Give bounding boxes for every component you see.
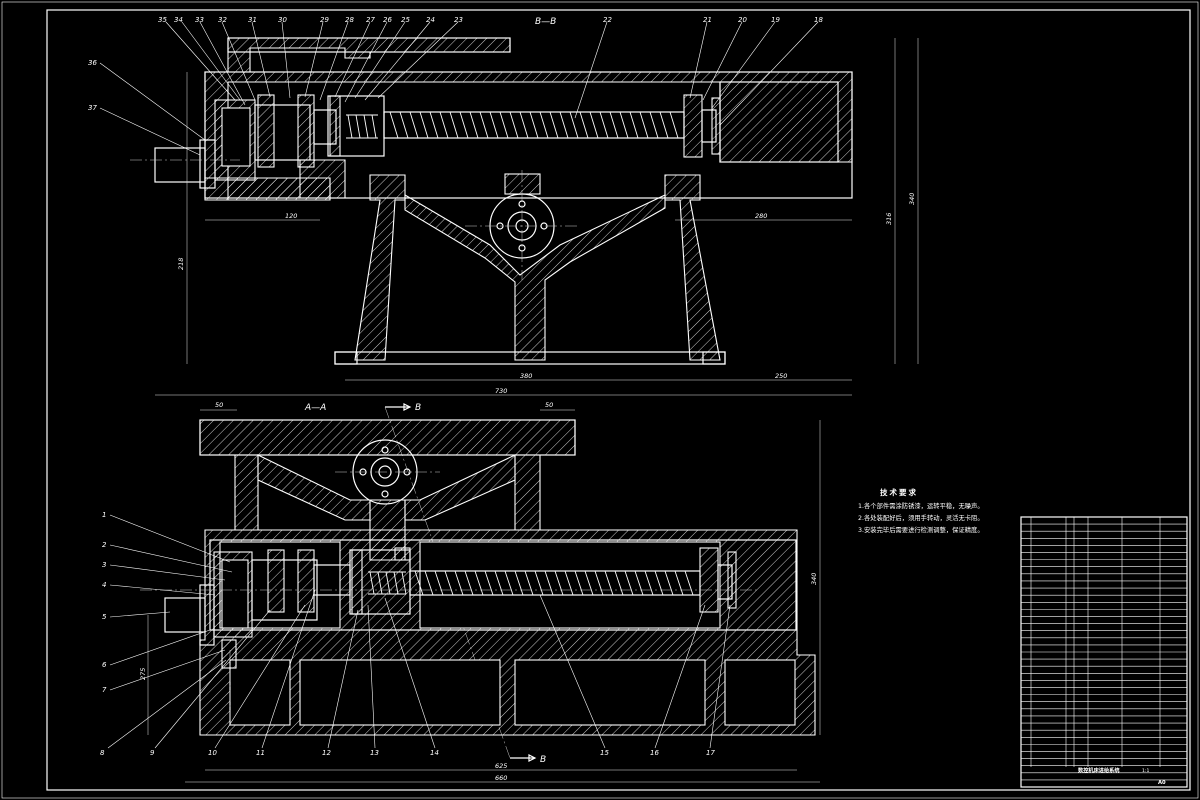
svg-text:218: 218: [177, 258, 185, 270]
svg-text:660: 660: [495, 774, 507, 782]
svg-text:5: 5: [102, 613, 107, 621]
svg-text:18: 18: [814, 16, 823, 24]
svg-text:50: 50: [215, 401, 223, 409]
svg-text:14: 14: [430, 749, 439, 757]
section-aa-title: A—A: [304, 403, 326, 413]
svg-text:15: 15: [600, 749, 609, 757]
svg-text:2: 2: [102, 541, 107, 549]
parts-list-table: [1020, 516, 1188, 788]
svg-text:50: 50: [545, 401, 553, 409]
svg-text:17: 17: [706, 749, 715, 757]
svg-text:37: 37: [88, 104, 97, 112]
svg-text:29: 29: [320, 16, 329, 24]
svg-text:120: 120: [285, 212, 297, 220]
svg-text:730: 730: [495, 387, 507, 395]
svg-text:12: 12: [322, 749, 331, 757]
svg-text:380: 380: [520, 372, 532, 380]
svg-text:3: 3: [102, 561, 106, 569]
svg-text:10: 10: [208, 749, 217, 757]
svg-text:4: 4: [102, 581, 106, 589]
svg-text:26: 26: [383, 16, 392, 24]
svg-text:11: 11: [256, 749, 265, 757]
svg-text:30: 30: [278, 16, 287, 24]
svg-text:6: 6: [102, 661, 107, 669]
inner-border: [46, 9, 1191, 791]
drawing-scale: 1:1: [1142, 768, 1149, 774]
svg-text:625: 625: [495, 762, 507, 770]
section-bb-title: B—B: [535, 17, 556, 27]
svg-text:7: 7: [102, 686, 107, 694]
tech-req-item-2: 2.各处装配好后，须用手转动，灵活无卡阻。: [858, 513, 984, 522]
svg-text:8: 8: [100, 749, 105, 757]
svg-text:275: 275: [139, 668, 147, 680]
svg-text:316: 316: [885, 213, 893, 225]
svg-text:25: 25: [401, 16, 410, 24]
svg-text:36: 36: [88, 59, 97, 67]
svg-text:20: 20: [738, 16, 747, 24]
tech-req-item-3: 3.安装完毕后需要进行检测调整，保证精度。: [858, 525, 984, 534]
section-aa-view: A—A B B: [100, 401, 821, 783]
drawing-name: 数控机床进给系统: [1078, 766, 1120, 774]
svg-text:B: B: [415, 403, 421, 413]
drawing-sheet: A0: [1158, 780, 1166, 786]
tech-req-item-1: 1.各个部件需涂防锈漆，运转平稳，无噪声。: [858, 501, 984, 510]
svg-text:280: 280: [755, 212, 767, 220]
svg-text:34: 34: [174, 16, 183, 24]
svg-text:24: 24: [426, 16, 435, 24]
svg-text:16: 16: [650, 749, 659, 757]
tech-requirements-title: 技术要求: [880, 487, 918, 497]
svg-text:13: 13: [370, 749, 379, 757]
svg-text:250: 250: [775, 372, 787, 380]
svg-text:31: 31: [248, 16, 257, 24]
svg-text:1: 1: [102, 511, 106, 519]
tech-requirements: 技术要求 1.各个部件需涂防锈漆，运转平稳，无噪声。 2.各处装配好后，须用手转…: [858, 487, 984, 534]
svg-text:340: 340: [810, 573, 818, 585]
svg-text:32: 32: [218, 16, 227, 24]
svg-text:340: 340: [908, 193, 916, 205]
title-block: 数控机床进给系统 1:1 A0: [1078, 766, 1166, 786]
svg-text:28: 28: [345, 16, 354, 24]
svg-text:33: 33: [195, 16, 204, 24]
svg-text:27: 27: [366, 16, 375, 24]
svg-text:B: B: [540, 755, 546, 765]
section-bb-view: B—B: [88, 16, 919, 396]
svg-text:21: 21: [703, 16, 712, 24]
svg-text:23: 23: [454, 16, 463, 24]
svg-text:35: 35: [158, 16, 167, 24]
svg-text:19: 19: [771, 16, 780, 24]
svg-text:9: 9: [150, 749, 155, 757]
svg-text:22: 22: [603, 16, 612, 24]
